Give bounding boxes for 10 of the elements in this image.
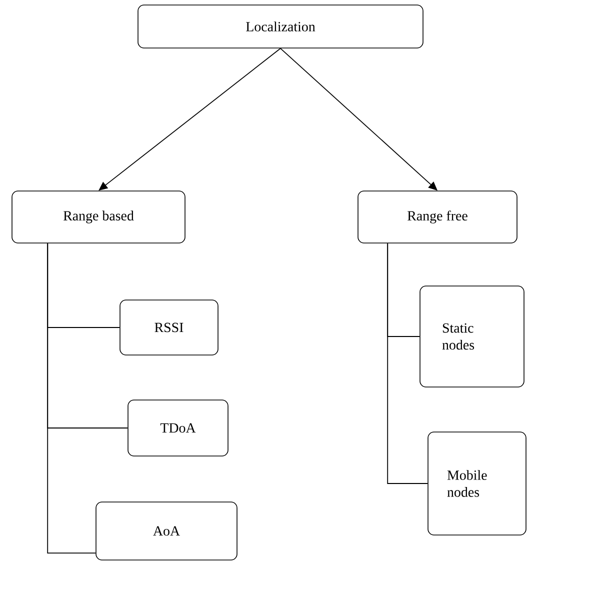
label-box: Static nodes xyxy=(420,286,524,388)
label-box: Range based xyxy=(12,190,186,244)
label-box: AoA xyxy=(96,502,238,560)
label-box: TDoA xyxy=(128,400,228,456)
label-box: Localization xyxy=(138,4,424,48)
label-box: Range free xyxy=(358,190,518,244)
connector-line xyxy=(387,242,428,484)
connector-line xyxy=(47,242,96,554)
label-box: RSSI xyxy=(120,300,218,356)
label-box: Mobile nodes xyxy=(428,432,526,536)
